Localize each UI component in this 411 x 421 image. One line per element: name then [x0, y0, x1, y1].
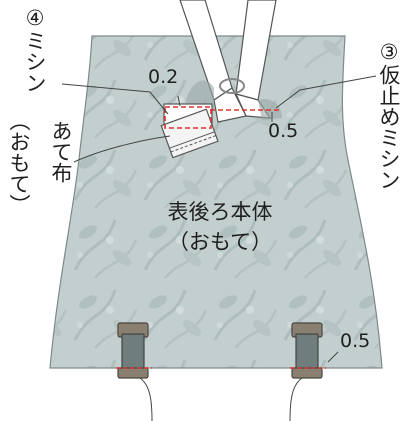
label-patch-side: （おもて）: [7, 110, 31, 215]
buckle-right: [290, 322, 326, 379]
buckle-left: [116, 322, 152, 379]
tail-line-right: [289, 377, 303, 421]
leader-patch: [73, 135, 171, 163]
body-side: （おもて）: [167, 230, 273, 255]
strap-ring: [219, 78, 245, 94]
body-title-block: 表後ろ本体 （おもて）: [150, 197, 290, 258]
label-step4: ④ミシン: [23, 6, 47, 93]
body-title: 表後ろ本体: [167, 200, 273, 224]
leader-dim-top-left: [177, 95, 181, 107]
leader-dim-bottom-right: [327, 351, 339, 363]
tail-line-left: [139, 377, 153, 421]
dim-top-right: 0.5: [268, 120, 299, 142]
leader-step3: [275, 75, 377, 109]
label-step3: ③仮止めミシン: [377, 40, 401, 190]
dim-bottom-right: 0.5: [340, 330, 371, 352]
patch-cloth-front: [160, 108, 219, 159]
back-body-panel: [49, 35, 383, 369]
stitch-line-step4: [164, 106, 212, 129]
label-patch: あて布: [49, 120, 73, 183]
leader-step4: [61, 83, 169, 115]
dim-top-left: 0.2: [148, 66, 179, 88]
